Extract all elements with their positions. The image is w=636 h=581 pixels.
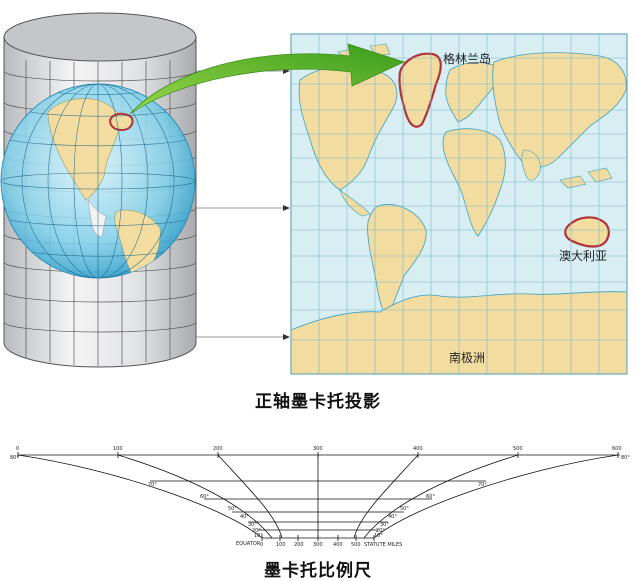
top-tick-600: 600	[612, 446, 622, 452]
globe	[0, 83, 196, 279]
top-tick-500: 500	[513, 446, 523, 452]
label-antarctica: 南极洲	[449, 350, 485, 365]
label-australia: 澳大利亚	[559, 249, 607, 263]
bottom-tick-100: 100	[276, 542, 286, 548]
lat-left-20: 20°	[252, 528, 261, 534]
lat-left-30: 30°	[248, 522, 257, 528]
map-central-america	[339, 189, 371, 217]
greenland-arrow	[129, 43, 406, 115]
unit-label: STATUTE MILES	[364, 542, 402, 548]
lat-right-80: 80°	[621, 455, 630, 461]
top-tick-300: 300	[313, 446, 323, 452]
globe-central-america	[87, 199, 107, 237]
label-greenland: 格林兰岛	[443, 51, 491, 66]
top-tick-400: 400	[413, 446, 423, 452]
bottom-tick-400: 400	[333, 542, 343, 548]
bottom-tick-500: 500	[351, 542, 361, 548]
bottom-tick-0: 0	[260, 542, 263, 548]
map-europe	[445, 62, 498, 123]
top-tick-100: 100	[113, 446, 123, 452]
lat-left-10: 10°	[254, 533, 263, 539]
lat-right-20: 20°	[376, 528, 385, 534]
lat-right-30: 30°	[380, 522, 389, 528]
bottom-tick-300: 300	[313, 542, 323, 548]
lat-left-70: 70°	[148, 482, 157, 488]
lat-right-50: 50°	[400, 506, 409, 512]
projection-lines	[196, 68, 290, 340]
map-greenland	[398, 52, 442, 128]
map-australia	[564, 216, 610, 248]
bottom-caption: 墨卡托比例尺	[264, 561, 372, 581]
map-india	[521, 149, 541, 181]
lat-left-80: 80°	[10, 455, 19, 461]
equator-label: EQUATOR	[236, 541, 261, 547]
lat-left-40: 40°	[240, 514, 249, 520]
top-caption: 正轴墨卡托投影	[255, 392, 381, 412]
lat-right-10: 10°	[374, 533, 383, 539]
top-tick-0: 0	[16, 446, 19, 452]
mercator-scale-diagram	[17, 452, 620, 541]
scale-labels: 0 100 200 300 400 500 600 80° 70° 60° 50…	[10, 446, 630, 548]
mercator-map: 格林兰岛 澳大利亚 南极洲	[290, 33, 628, 375]
top-tick-200: 200	[213, 446, 223, 452]
lat-left-60: 60°	[200, 494, 209, 500]
lat-right-40: 40°	[388, 514, 397, 520]
bottom-tick-200: 200	[294, 542, 304, 548]
lat-left-50: 50°	[228, 506, 237, 512]
lat-right-60: 60°	[426, 494, 435, 500]
globe-greenland	[108, 112, 134, 132]
lat-right-70: 70°	[478, 482, 487, 488]
